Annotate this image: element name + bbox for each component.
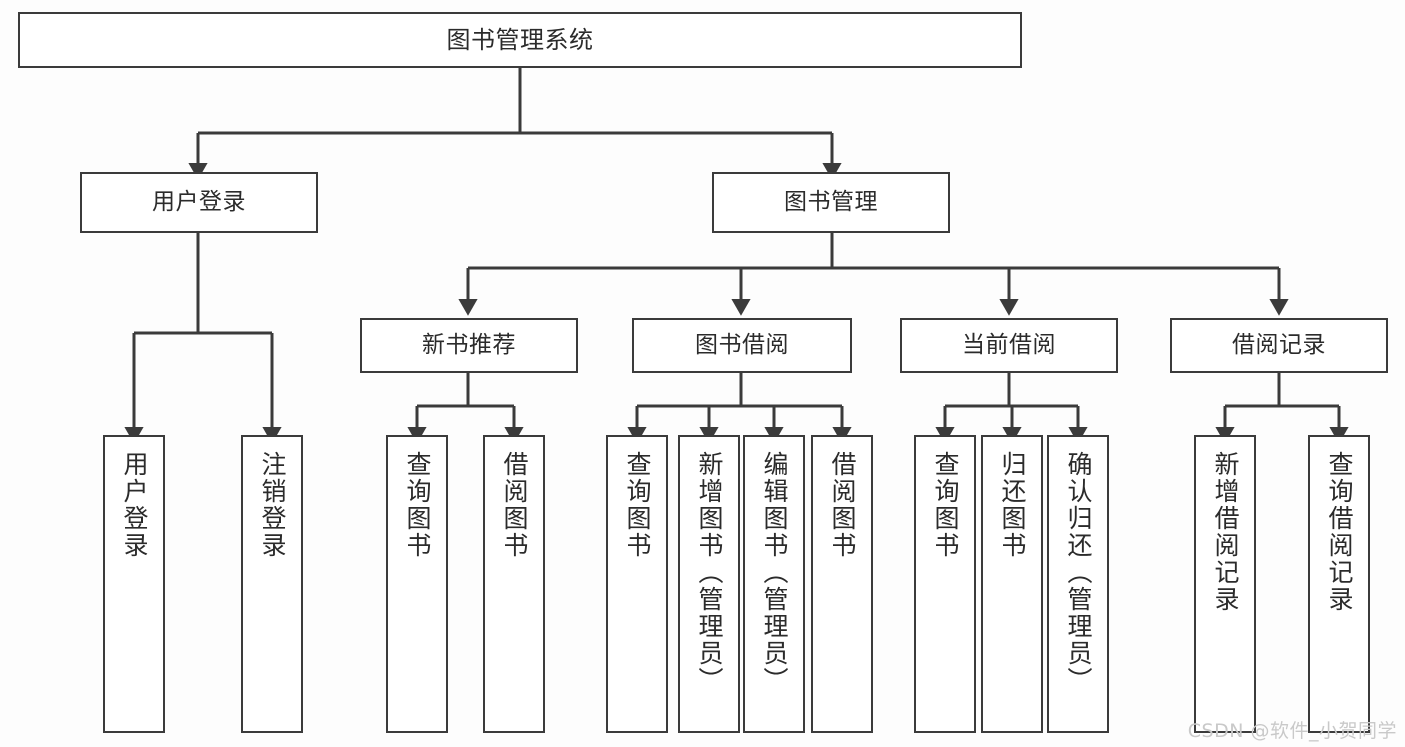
leaf-new-books-query-book[interactable]: 查询图书 bbox=[386, 435, 448, 733]
node-label: 新增借阅记录 bbox=[1211, 451, 1240, 613]
node-book-borrowing[interactable]: 图书借阅 bbox=[632, 318, 852, 373]
leaf-current-return-book[interactable]: 归还图书 bbox=[981, 435, 1043, 733]
leaf-borrow-add-book-admin[interactable]: 新增图书（管理员） bbox=[678, 435, 740, 733]
leaf-current-confirm-return-admin[interactable]: 确认归还（管理员） bbox=[1047, 435, 1109, 733]
node-root-system[interactable]: 图书管理系统 bbox=[18, 12, 1022, 68]
leaf-new-books-borrow-book[interactable]: 借阅图书 bbox=[483, 435, 545, 733]
leaf-current-query-book[interactable]: 查询图书 bbox=[914, 435, 976, 733]
csdn-watermark: CSDN @软件_小贺同学 bbox=[1187, 720, 1397, 742]
node-label: 图书管理系统 bbox=[446, 25, 594, 54]
leaf-borrow-edit-book-admin[interactable]: 编辑图书（管理员） bbox=[743, 435, 805, 733]
node-label: 图书管理 bbox=[784, 188, 878, 215]
node-label: 图书借阅 bbox=[695, 331, 789, 358]
node-label: 查询图书 bbox=[931, 451, 960, 559]
node-user-login[interactable]: 用户登录 bbox=[80, 172, 318, 233]
node-label: 归还图书 bbox=[998, 451, 1027, 559]
node-label: 查询图书 bbox=[403, 451, 432, 559]
node-label: 当前借阅 bbox=[962, 331, 1056, 358]
leaf-records-query-record[interactable]: 查询借阅记录 bbox=[1308, 435, 1370, 733]
node-label: 注销登录 bbox=[258, 451, 287, 559]
node-label: 编辑图书（管理员） bbox=[760, 451, 789, 694]
node-label: 确认归还（管理员） bbox=[1064, 451, 1093, 694]
node-new-book-recommendation[interactable]: 新书推荐 bbox=[360, 318, 578, 373]
node-label: 查询图书 bbox=[623, 451, 652, 559]
leaf-user-login-logout[interactable]: 注销登录 bbox=[241, 435, 303, 733]
leaf-borrow-borrow-book[interactable]: 借阅图书 bbox=[811, 435, 873, 733]
node-book-management[interactable]: 图书管理 bbox=[712, 172, 950, 233]
leaf-records-add-record[interactable]: 新增借阅记录 bbox=[1194, 435, 1256, 733]
node-label: 用户登录 bbox=[120, 451, 149, 559]
node-label: 新增图书（管理员） bbox=[695, 451, 724, 694]
node-label: 借阅记录 bbox=[1232, 331, 1326, 358]
node-label: 新书推荐 bbox=[422, 331, 516, 358]
node-borrow-records[interactable]: 借阅记录 bbox=[1170, 318, 1388, 373]
node-current-borrowing[interactable]: 当前借阅 bbox=[900, 318, 1118, 373]
node-label: 借阅图书 bbox=[828, 451, 857, 559]
leaf-borrow-query-book[interactable]: 查询图书 bbox=[606, 435, 668, 733]
node-label: 查询借阅记录 bbox=[1325, 451, 1354, 613]
node-label: 用户登录 bbox=[152, 188, 246, 215]
node-label: 借阅图书 bbox=[500, 451, 529, 559]
leaf-user-login-login[interactable]: 用户登录 bbox=[103, 435, 165, 733]
